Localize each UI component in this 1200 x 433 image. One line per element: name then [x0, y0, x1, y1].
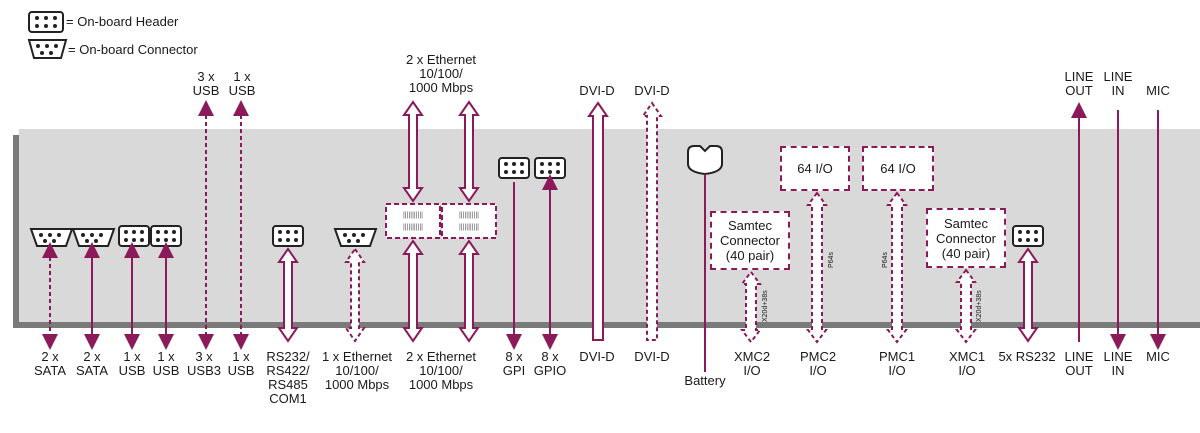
bottom-label-xmc1: XMC1 I/O	[948, 349, 986, 378]
top-label-dvi-2: DVI-D	[634, 83, 670, 98]
rs232-hollow-arrow	[1017, 247, 1039, 343]
samtec-box-xmc1: Samtec Connector (40 pair)	[926, 208, 1006, 268]
serial-header-icon	[272, 225, 304, 247]
svg-text:|||||||||||: |||||||||||	[459, 212, 479, 219]
pmc2-hollow-arrow	[806, 191, 828, 344]
top-label-dvi-1: DVI-D	[579, 83, 615, 98]
bottom-label-pmc1: PMC1 I/O	[878, 349, 916, 378]
top-label-line-in: LINE IN	[1103, 69, 1133, 98]
pmc1-hollow-arrow	[886, 191, 908, 344]
p64-label-pmc1: P64s	[882, 252, 889, 268]
xmc2-hollow-arrow	[740, 270, 762, 344]
bottom-label-serial: RS232/ RS422/ RS485 COM1	[266, 349, 310, 406]
svg-text:|||||||||||: |||||||||||	[403, 224, 423, 231]
top-label-mic: MIC	[1146, 83, 1170, 98]
connector-legend-icon	[27, 39, 68, 59]
sata-connector-icon-1	[29, 228, 74, 247]
battery-icon	[687, 145, 723, 176]
bottom-label-line-in: LINE IN	[1103, 349, 1133, 378]
bottom-label-dvi-2: DVI-D	[634, 349, 670, 364]
top-label-line-out: LINE OUT	[1064, 69, 1094, 98]
bottom-label-line-out: LINE OUT	[1064, 349, 1094, 378]
bottom-label-pmc2: PMC2 I/O	[799, 349, 837, 378]
magnetics-icon-2: ||||||||||| |||||||||||	[441, 203, 497, 239]
ethernet1-hollow-arrow	[344, 247, 366, 343]
svg-text:|||||||||||: |||||||||||	[459, 224, 479, 231]
io64-box-pmc1: 64 I/O	[862, 146, 934, 191]
ethernet2b-top-hollow-arrow	[458, 100, 480, 203]
bottom-label-ethernet-2: 2 x Ethernet 10/100/ 1000 Mbps	[405, 349, 477, 392]
bottom-label-battery: Battery	[684, 373, 726, 388]
bottom-label-usb-2: 1 x USB	[152, 349, 180, 378]
bottom-label-dvi-1: DVI-D	[579, 349, 615, 364]
bottom-label-sata-2: 2 x SATA	[75, 349, 109, 378]
x20-label-xmc2: X20d+38s	[762, 290, 769, 322]
ethernet-connector-icon	[333, 228, 378, 247]
bottom-label-gpio: 8 x GPIO	[533, 349, 567, 378]
bottom-label-usb3: 3 x USB3	[187, 349, 221, 378]
bottom-label-xmc2: XMC2 I/O	[733, 349, 771, 378]
top-label-ethernet: 2 x Ethernet 10/100/ 1000 Mbps	[405, 52, 477, 95]
gpio-header-icon	[534, 157, 566, 179]
bottom-label-usb-3: 1 x USB	[227, 349, 255, 378]
top-label-usb1: 1 x USB	[228, 69, 256, 98]
p64-label-pmc2: P64s	[828, 252, 835, 268]
top-label-usb3: 3 x USB	[192, 69, 220, 98]
bottom-label-ethernet-1: 1 x Ethernet 10/100/ 1000 Mbps	[321, 349, 393, 392]
sata-connector-icon-2	[71, 228, 116, 247]
dvi2-hollow-arrow	[641, 101, 663, 341]
ethernet2a-bottom-hollow-arrow	[402, 239, 424, 343]
bottom-label-rs232: 5x RS232	[998, 349, 1056, 364]
samtec-box-xmc2: Samtec Connector (40 pair)	[710, 211, 790, 270]
bottom-label-gpi: 8 x GPI	[502, 349, 526, 378]
magnetics-icon-1: ||||||||||| |||||||||||	[385, 203, 441, 239]
svg-text:|||||||||||: |||||||||||	[403, 212, 423, 219]
header-legend-icon	[28, 11, 64, 33]
ethernet2a-top-hollow-arrow	[402, 100, 424, 203]
gpi-header-icon	[498, 157, 530, 179]
usb-header-icon-1	[118, 225, 150, 247]
xmc1-hollow-arrow	[955, 268, 977, 344]
bottom-label-sata-1: 2 x SATA	[33, 349, 67, 378]
serial-hollow-arrow	[277, 247, 299, 343]
bottom-label-usb-1: 1 x USB	[118, 349, 146, 378]
dvi1-hollow-arrow	[587, 101, 609, 341]
io64-box-pmc2: 64 I/O	[780, 146, 850, 191]
x20-label-xmc1: X20d+38s	[976, 290, 983, 322]
usb-header-icon-2	[150, 225, 182, 247]
bottom-label-mic: MIC	[1146, 349, 1170, 364]
header-legend-label: = On-board Header	[66, 14, 179, 29]
rs232-header-icon	[1012, 225, 1044, 247]
connector-legend-label: = On-board Connector	[68, 42, 198, 57]
ethernet2b-bottom-hollow-arrow	[458, 239, 480, 343]
